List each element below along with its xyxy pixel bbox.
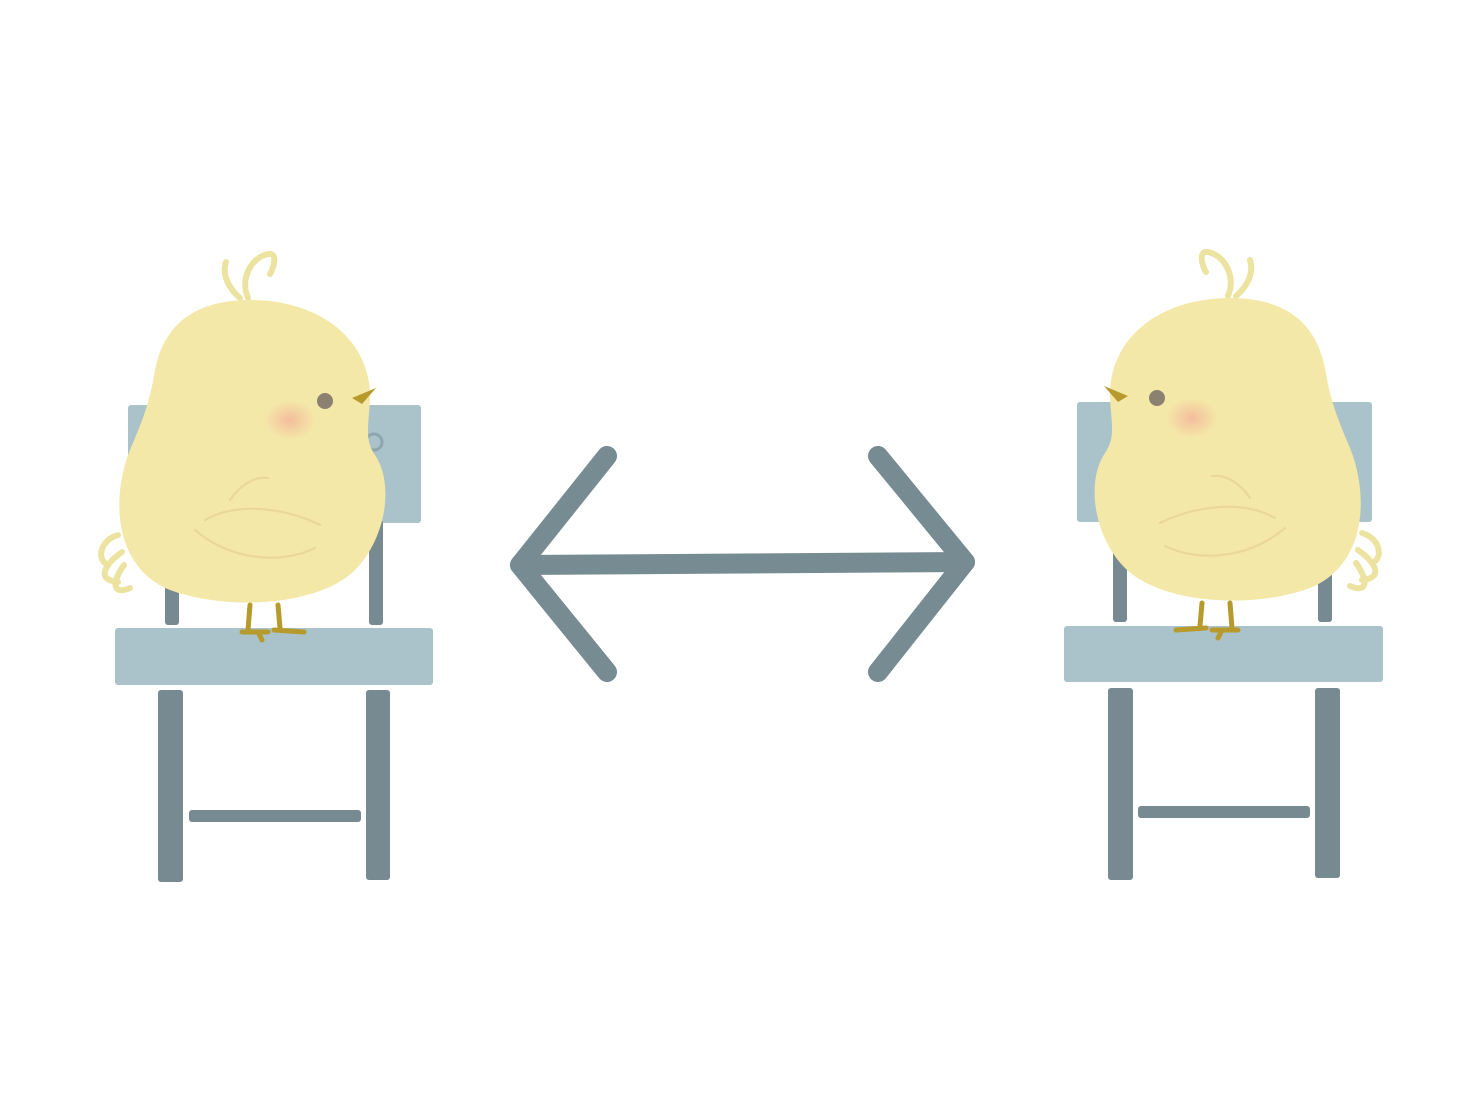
right-chick-icon bbox=[1094, 248, 1382, 641]
right-chick-on-chair bbox=[1064, 248, 1383, 880]
double-arrow-icon bbox=[510, 446, 975, 682]
left-chick-icon bbox=[98, 250, 386, 643]
left-chick-on-chair bbox=[98, 250, 433, 882]
